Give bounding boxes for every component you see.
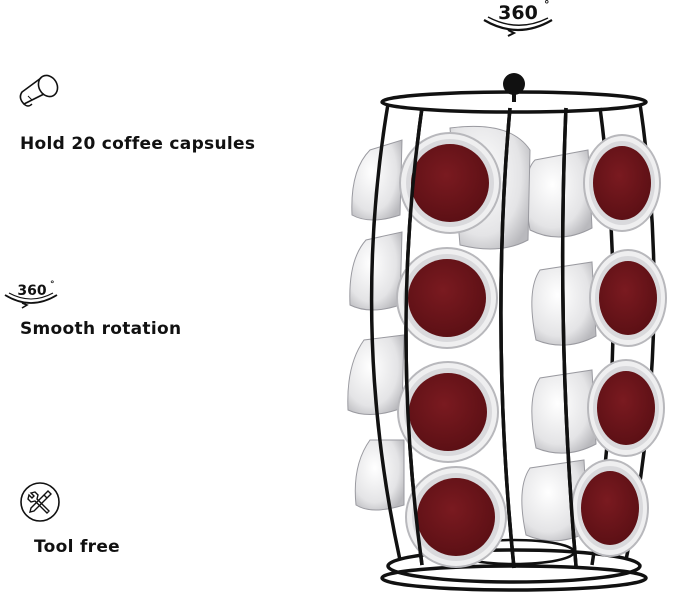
rotate-360-icon: 360 ° (483, 0, 553, 37)
feature-assembly-label: Tool free (34, 537, 120, 557)
feature-capacity-label: Hold 20 coffee capsules (20, 134, 256, 154)
rotate-360-icon: 360 ° (4, 280, 58, 309)
feature-capacity: Hold 20 coffee capsules (0, 60, 300, 160)
feature-rotation-degree: ° (50, 280, 55, 290)
wrench-screwdriver-icon (20, 482, 60, 522)
front-capsules-right (571, 134, 667, 557)
rack-front-wires (404, 107, 578, 569)
feature-rotation-label: Smooth rotation (20, 319, 182, 339)
feature-assembly: Tool free (0, 478, 300, 568)
frame-knob (503, 73, 525, 95)
front-capsules-left (396, 132, 507, 568)
feature-rotation-text: 360 (17, 283, 46, 299)
coffee-capsule-icon (19, 74, 59, 107)
feature-rotation: 360 ° Smooth rotation (0, 275, 300, 355)
capsule-carousel-illustration (347, 73, 667, 592)
top-rotation-badge: 360 ° (478, 0, 558, 40)
top-rotation-text: 360 (498, 2, 538, 24)
top-rotation-degree: ° (544, 0, 550, 11)
